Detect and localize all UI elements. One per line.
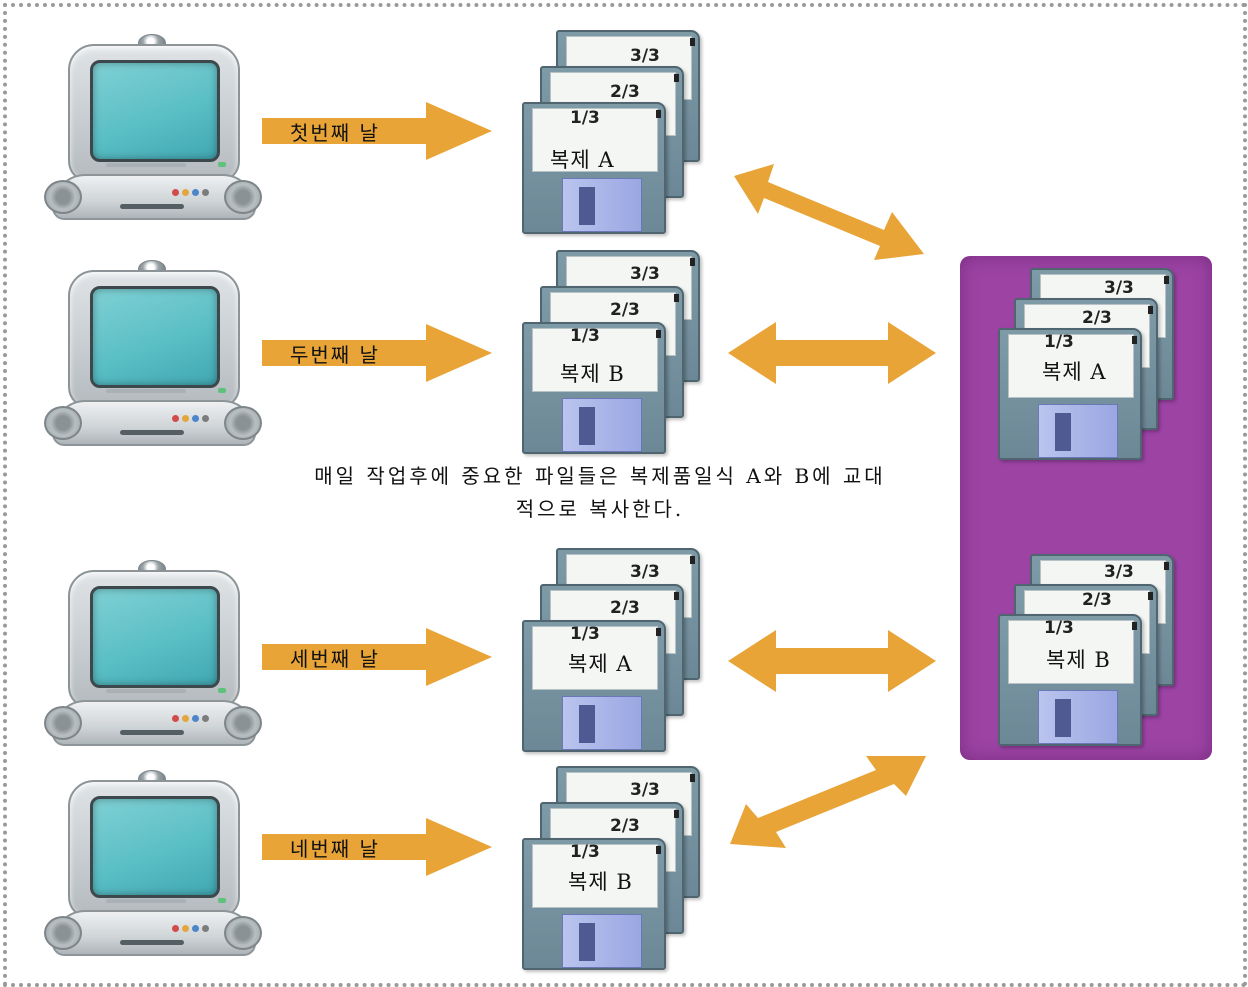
day-label-1: 첫번째 날 [290,120,380,145]
disk-number: 3/3 [630,264,660,284]
storage-box: 3/3 2/3 1/3 복제 A 3/3 2/3 1/3 복제 B [960,256,1212,760]
disk-number: 3/3 [1104,562,1134,582]
disk-number: 3/3 [630,780,660,800]
floppy-row2-disk1: 1/3 복제 B [522,322,666,454]
day-arrow-4: 네번째 날 [262,816,494,878]
day-label-4: 네번째 날 [290,836,380,861]
double-arrow-2 [728,322,936,384]
computer-day-4 [44,770,262,960]
disk-number: 2/3 [610,598,640,618]
disk-number: 1/3 [1044,618,1074,638]
storage-b-disk1: 1/3 복제 B [998,614,1142,746]
disk-number: 2/3 [610,82,640,102]
disk-number: 1/3 [570,624,600,644]
computer-day-1 [44,34,262,224]
double-arrow-3 [728,630,936,692]
disk-number: 1/3 [1044,332,1074,352]
floppy-row1-disk1: 1/3 복제 A [522,102,666,234]
disk-number: 2/3 [1082,308,1112,328]
disk-number: 2/3 [610,300,640,320]
day-label-3: 세번째 날 [290,646,380,671]
copy-name: 복제 B [568,870,633,894]
disk-number: 3/3 [1104,278,1134,298]
copy-name: 복제 A [568,652,633,676]
day-arrow-1: 첫번째 날 [262,100,494,162]
floppy-row4-disk1: 1/3 복제 B [522,838,666,970]
caption-line-2: 적으로 복사한다. [515,497,685,521]
copy-name: 복제 B [1046,648,1111,672]
disk-number: 1/3 [570,326,600,346]
double-arrow-4 [730,756,926,848]
double-arrow-1 [734,164,924,260]
disk-number: 1/3 [570,108,600,128]
computer-day-2 [44,260,262,450]
copy-name: 복제 B [560,362,625,386]
copy-name: 복제 A [1042,360,1107,384]
computer-day-3 [44,560,262,750]
disk-number: 3/3 [630,562,660,582]
caption: 매일 작업후에 중요한 파일들은 복제품일식 A와 B에 교대 적으로 복사한다… [250,460,950,526]
caption-line-1: 매일 작업후에 중요한 파일들은 복제품일식 A와 B에 교대 [314,464,886,488]
disk-number: 3/3 [630,46,660,66]
day-arrow-2: 두번째 날 [262,322,494,384]
day-arrow-3: 세번째 날 [262,626,494,688]
disk-number: 2/3 [1082,590,1112,610]
copy-name: 복제 A [550,148,615,172]
disk-number: 1/3 [570,842,600,862]
diagram-frame [3,3,1247,987]
disk-number: 2/3 [610,816,640,836]
floppy-row3-disk1: 1/3 복제 A [522,620,666,752]
storage-a-disk1: 1/3 복제 A [998,328,1142,460]
day-label-2: 두번째 날 [290,342,380,367]
